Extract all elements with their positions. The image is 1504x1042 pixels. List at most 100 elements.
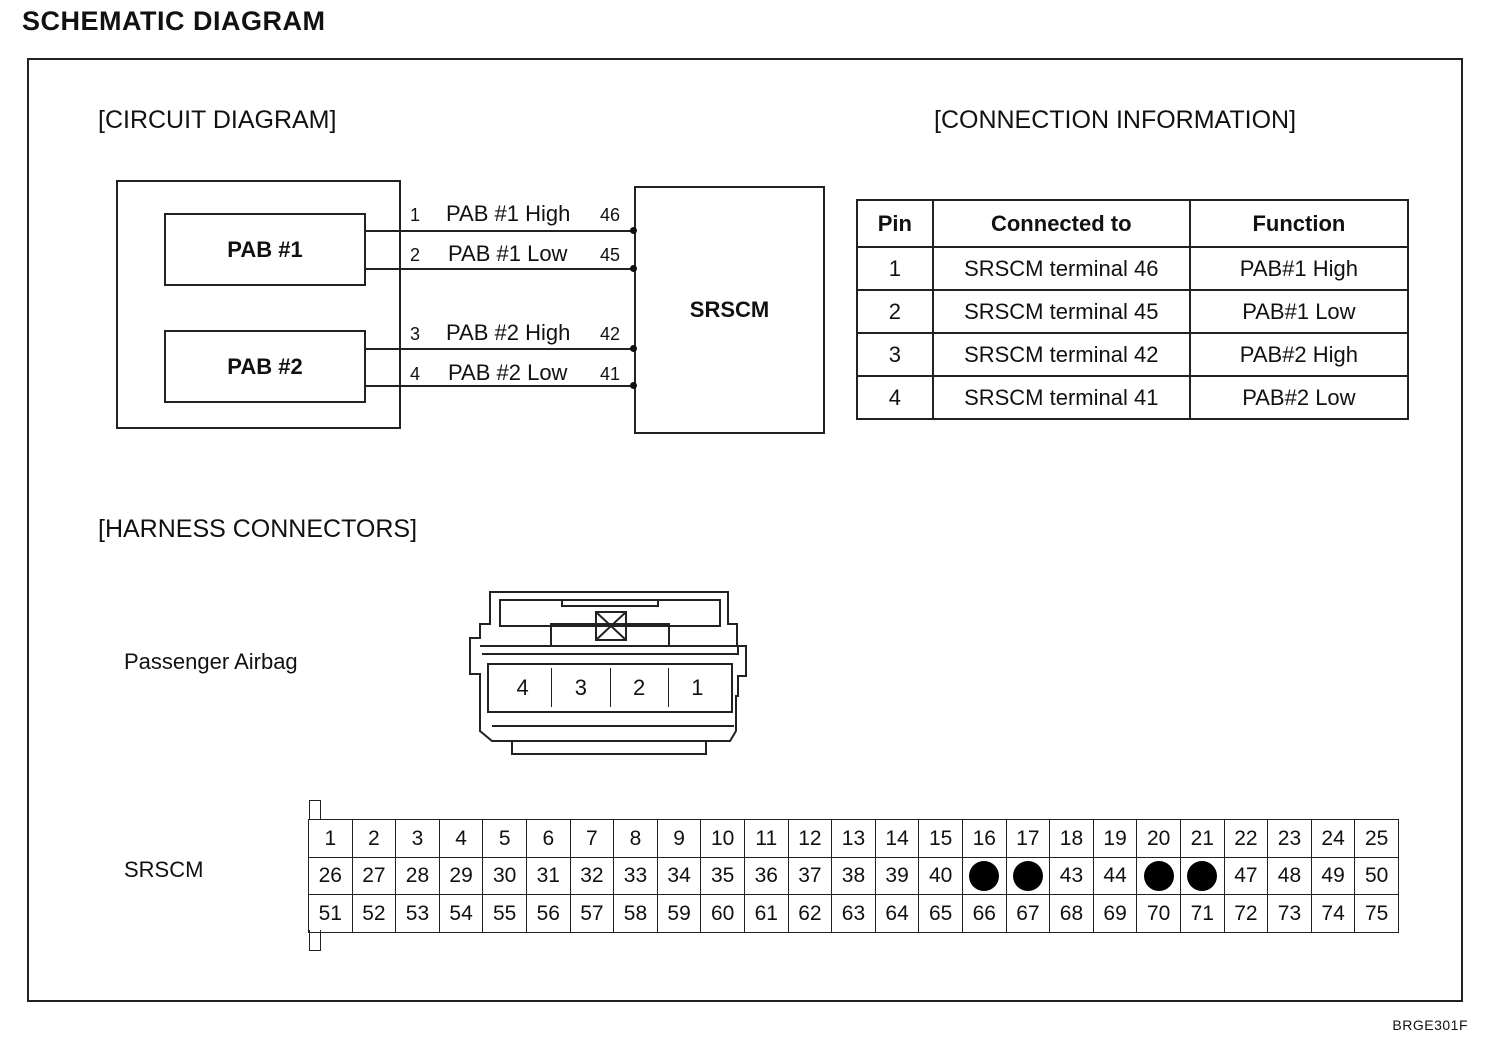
terminal-cell: 60 (700, 894, 745, 933)
terminal-cell: 16 (962, 819, 1007, 858)
connector-tab (309, 930, 321, 951)
table-cell: 1 (856, 246, 934, 291)
table-cell: PAB#2 High (1188, 332, 1410, 377)
table-cell: SRSCM terminal 45 (931, 289, 1191, 334)
wire-label: PAB #1 High (446, 201, 571, 226)
circuit-diagram-heading: [CIRCUIT DIAGRAM] (98, 106, 337, 134)
column-header: Function (1188, 199, 1410, 248)
terminal-cell: 44 (1092, 856, 1138, 895)
terminal-cell: 6 (526, 819, 571, 858)
terminal-cell: 5 (482, 819, 527, 858)
terminal-cell: 3 (395, 819, 440, 858)
terminal-cell: 53 (395, 894, 440, 933)
terminal-cell: 12 (787, 819, 833, 858)
terminal-cell: 24 (1310, 819, 1356, 858)
wire-label: PAB #2 High (446, 320, 571, 345)
column-header: Pin (856, 199, 934, 248)
terminal-cell: 37 (787, 856, 833, 895)
used-terminal-dot (1143, 860, 1174, 891)
terminal-cell: 70 (1136, 894, 1181, 933)
terminal-cell: 56 (526, 894, 571, 933)
junction-node (630, 265, 637, 272)
terminal-cell: 58 (613, 894, 658, 933)
terminal-cell: 68 (1049, 894, 1094, 933)
connection-table: Pin Connected to Function 1 SRSCM termin… (856, 199, 1410, 420)
terminal-cell: 36 (744, 856, 789, 895)
figure-code: BRGE301F (1392, 1017, 1468, 1033)
used-terminal-dot (1012, 860, 1043, 891)
table-cell: PAB#2 Low (1188, 375, 1410, 420)
terminal-cell-used (1180, 856, 1225, 895)
wire-pin-number: 2 (410, 245, 421, 265)
terminal-cell: 71 (1180, 894, 1225, 933)
pab2-box: PAB #2 (164, 330, 366, 403)
terminal-cell: 63 (831, 894, 876, 933)
terminal-cell: 7 (569, 819, 615, 858)
terminal-cell-used (962, 856, 1007, 895)
terminal-cell: 10 (700, 819, 745, 858)
terminal-cell: 22 (1223, 819, 1269, 858)
table-row: 3 SRSCM terminal 42 PAB#2 High (856, 332, 1410, 377)
terminal-cell: 31 (526, 856, 571, 895)
srscm-box: SRSCM (634, 186, 825, 434)
terminal-cell: 9 (656, 819, 702, 858)
wire-terminal-number: 46 (600, 205, 621, 225)
terminal-cell: 1 (308, 819, 353, 858)
table-cell: PAB#1 High (1188, 246, 1410, 291)
wire-label: PAB #1 Low (448, 241, 568, 266)
terminal-cell: 52 (351, 894, 397, 933)
terminal-cell: 40 (918, 856, 963, 895)
wire-label: PAB #2 Low (448, 360, 568, 385)
terminal-cell: 69 (1092, 894, 1138, 933)
terminal-cell: 50 (1354, 856, 1399, 895)
terminal-cell: 8 (613, 819, 658, 858)
terminal-cell: 39 (874, 856, 920, 895)
terminal-cell: 23 (1267, 819, 1312, 858)
table-cell: PAB#1 Low (1188, 289, 1410, 334)
terminal-cell: 34 (656, 856, 702, 895)
terminal-cell: 51 (308, 894, 353, 933)
terminal-cell: 74 (1310, 894, 1356, 933)
terminal-cell: 26 (308, 856, 353, 895)
terminal-cell: 65 (918, 894, 963, 933)
terminal-cell: 73 (1267, 894, 1312, 933)
terminal-cell: 72 (1223, 894, 1269, 933)
connector-pin: 4 (494, 668, 553, 707)
terminal-cell: 4 (438, 819, 484, 858)
passenger-airbag-pin-row: 4 3 2 1 (494, 668, 726, 707)
terminal-cell: 38 (831, 856, 876, 895)
wire-pin-number: 4 (410, 364, 421, 384)
terminal-cell-used (1136, 856, 1181, 895)
terminal-cell: 59 (656, 894, 702, 933)
terminal-cell: 54 (438, 894, 484, 933)
table-cell: SRSCM terminal 42 (931, 332, 1191, 377)
table-cell: SRSCM terminal 41 (931, 375, 1191, 420)
wire-pab2-high (366, 348, 635, 350)
terminal-cell-used (1005, 856, 1051, 895)
table-cell: 4 (856, 375, 934, 420)
terminal-cell: 18 (1049, 819, 1094, 858)
junction-node (630, 345, 637, 352)
column-header: Connected to (931, 199, 1191, 248)
terminal-cell: 61 (744, 894, 789, 933)
page-title: SCHEMATIC DIAGRAM (22, 6, 326, 36)
terminal-cell: 25 (1354, 819, 1399, 858)
terminal-cell: 67 (1005, 894, 1051, 933)
pab1-box: PAB #1 (164, 213, 366, 286)
terminal-cell: 66 (962, 894, 1007, 933)
terminal-cell: 47 (1223, 856, 1269, 895)
terminal-cell: 33 (613, 856, 658, 895)
passenger-airbag-label: Passenger Airbag (124, 649, 298, 674)
wire-pab2-low (366, 385, 635, 387)
terminal-cell: 17 (1005, 819, 1051, 858)
terminal-cell: 64 (874, 894, 920, 933)
terminal-cell: 11 (744, 819, 789, 858)
used-terminal-dot (969, 860, 1000, 891)
junction-node (630, 382, 637, 389)
terminal-cell: 30 (482, 856, 527, 895)
terminal-cell: 20 (1136, 819, 1181, 858)
table-cell: SRSCM terminal 46 (931, 246, 1191, 291)
table-header-row: Pin Connected to Function (856, 199, 1410, 248)
used-terminal-dot (1187, 860, 1218, 891)
terminal-cell: 29 (438, 856, 484, 895)
